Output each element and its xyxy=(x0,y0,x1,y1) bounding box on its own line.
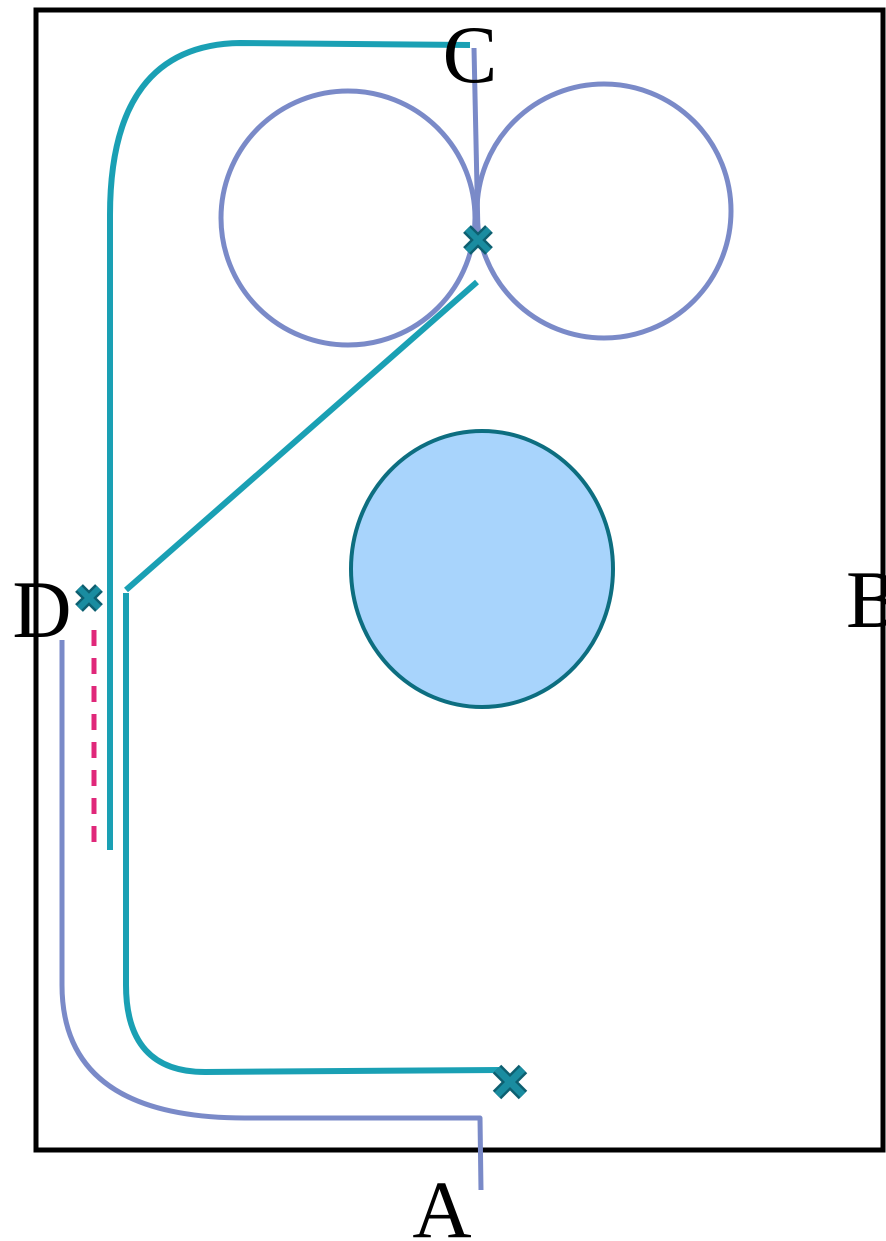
room-frame xyxy=(33,7,886,1153)
teal-path-diagonal xyxy=(124,279,479,593)
lavender-path-top xyxy=(471,47,481,236)
left-loop-circle xyxy=(218,88,478,348)
label-c: C xyxy=(443,9,498,100)
x-marker-icon xyxy=(75,584,103,612)
x-marker-icon xyxy=(492,1064,528,1100)
lavender-path-bottom-route xyxy=(59,640,484,1191)
center-obstacle xyxy=(349,429,615,709)
x-marker-icon xyxy=(463,225,493,255)
label-d: D xyxy=(12,564,71,655)
teal-path-top-route xyxy=(107,40,471,850)
label-b: B xyxy=(846,554,886,645)
right-loop-circle xyxy=(474,81,734,341)
teal-path-bottom-route xyxy=(123,593,501,1075)
label-a: A xyxy=(412,1164,471,1241)
